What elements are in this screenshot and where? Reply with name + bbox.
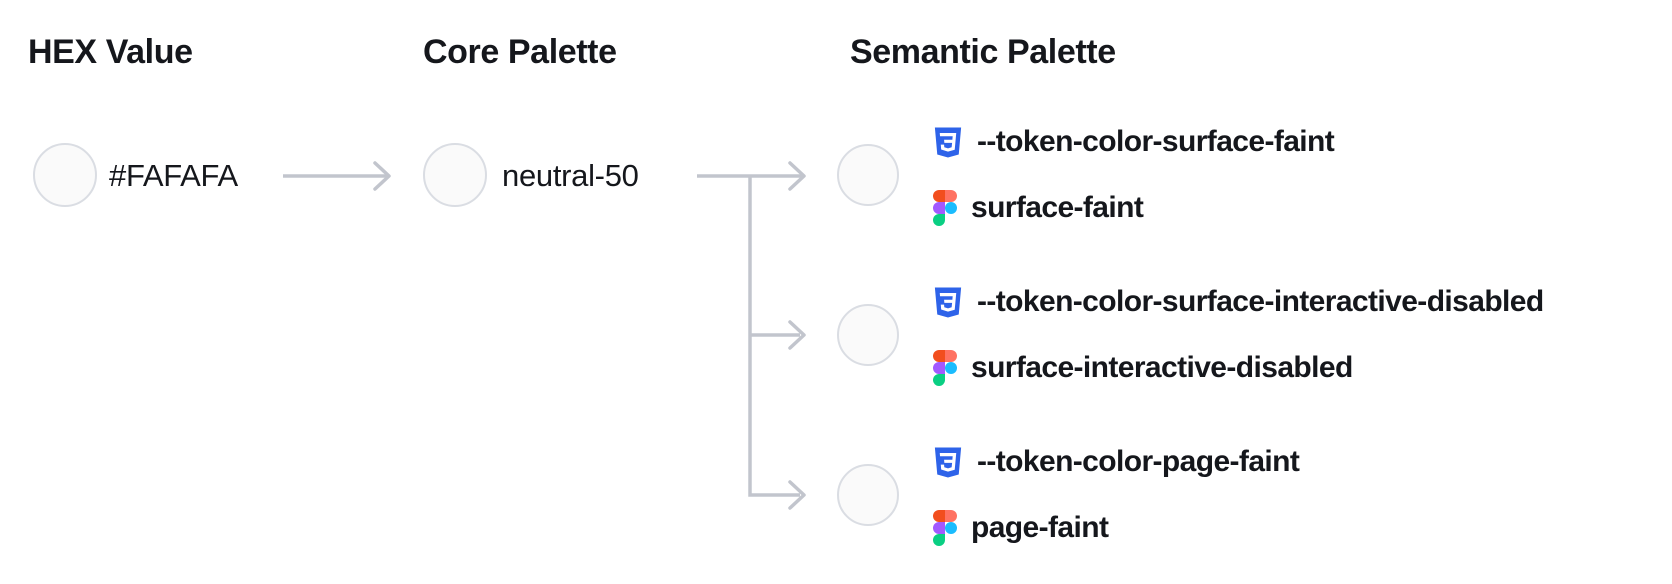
figma-token-name: surface-interactive-disabled [971, 351, 1353, 384]
hex-color-swatch [33, 143, 97, 207]
semantic-color-swatch [837, 464, 899, 526]
hex-value-node: #FAFAFA [33, 143, 238, 207]
semantic-token-row: --token-color-page-faint page-faint [837, 440, 1300, 550]
semantic-color-swatch [837, 304, 899, 366]
column-title-semantic-palette: Semantic Palette [850, 33, 1116, 71]
core-color-swatch [423, 143, 487, 207]
core-palette-label: neutral-50 [502, 157, 639, 193]
figma-token-name: page-faint [971, 511, 1109, 544]
core-palette-node: neutral-50 [423, 143, 639, 207]
figma-token-name: surface-faint [971, 191, 1144, 224]
figma-logo-icon [933, 510, 957, 546]
hex-value-label: #FAFAFA [109, 157, 238, 193]
css-variable-name: --token-color-surface-faint [977, 125, 1335, 158]
figma-logo-icon [933, 190, 957, 226]
arrow-hex-to-core [283, 161, 391, 191]
css3-shield-icon [934, 127, 962, 157]
connector-core-to-semantic [697, 161, 806, 510]
css3-shield-icon [934, 447, 962, 477]
figma-token-line: surface-interactive-disabled [933, 346, 1544, 390]
css-token-line: --token-color-surface-interactive-disabl… [933, 280, 1544, 324]
css-variable-name: --token-color-surface-interactive-disabl… [977, 285, 1544, 318]
semantic-token-row: --token-color-surface-interactive-disabl… [837, 280, 1544, 390]
css-variable-name: --token-color-page-faint [977, 445, 1300, 478]
column-title-core-palette: Core Palette [423, 33, 617, 71]
css3-shield-icon [934, 287, 962, 317]
css-token-line: --token-color-page-faint [933, 440, 1300, 484]
css-token-line: --token-color-surface-faint [933, 120, 1335, 164]
figma-logo-icon [933, 350, 957, 386]
semantic-color-swatch [837, 144, 899, 206]
figma-token-line: page-faint [933, 506, 1299, 550]
figma-token-line: surface-faint [933, 186, 1334, 230]
column-title-hex-value: HEX Value [28, 33, 193, 71]
semantic-token-row: --token-color-surface-faint surface-fain… [837, 120, 1335, 230]
